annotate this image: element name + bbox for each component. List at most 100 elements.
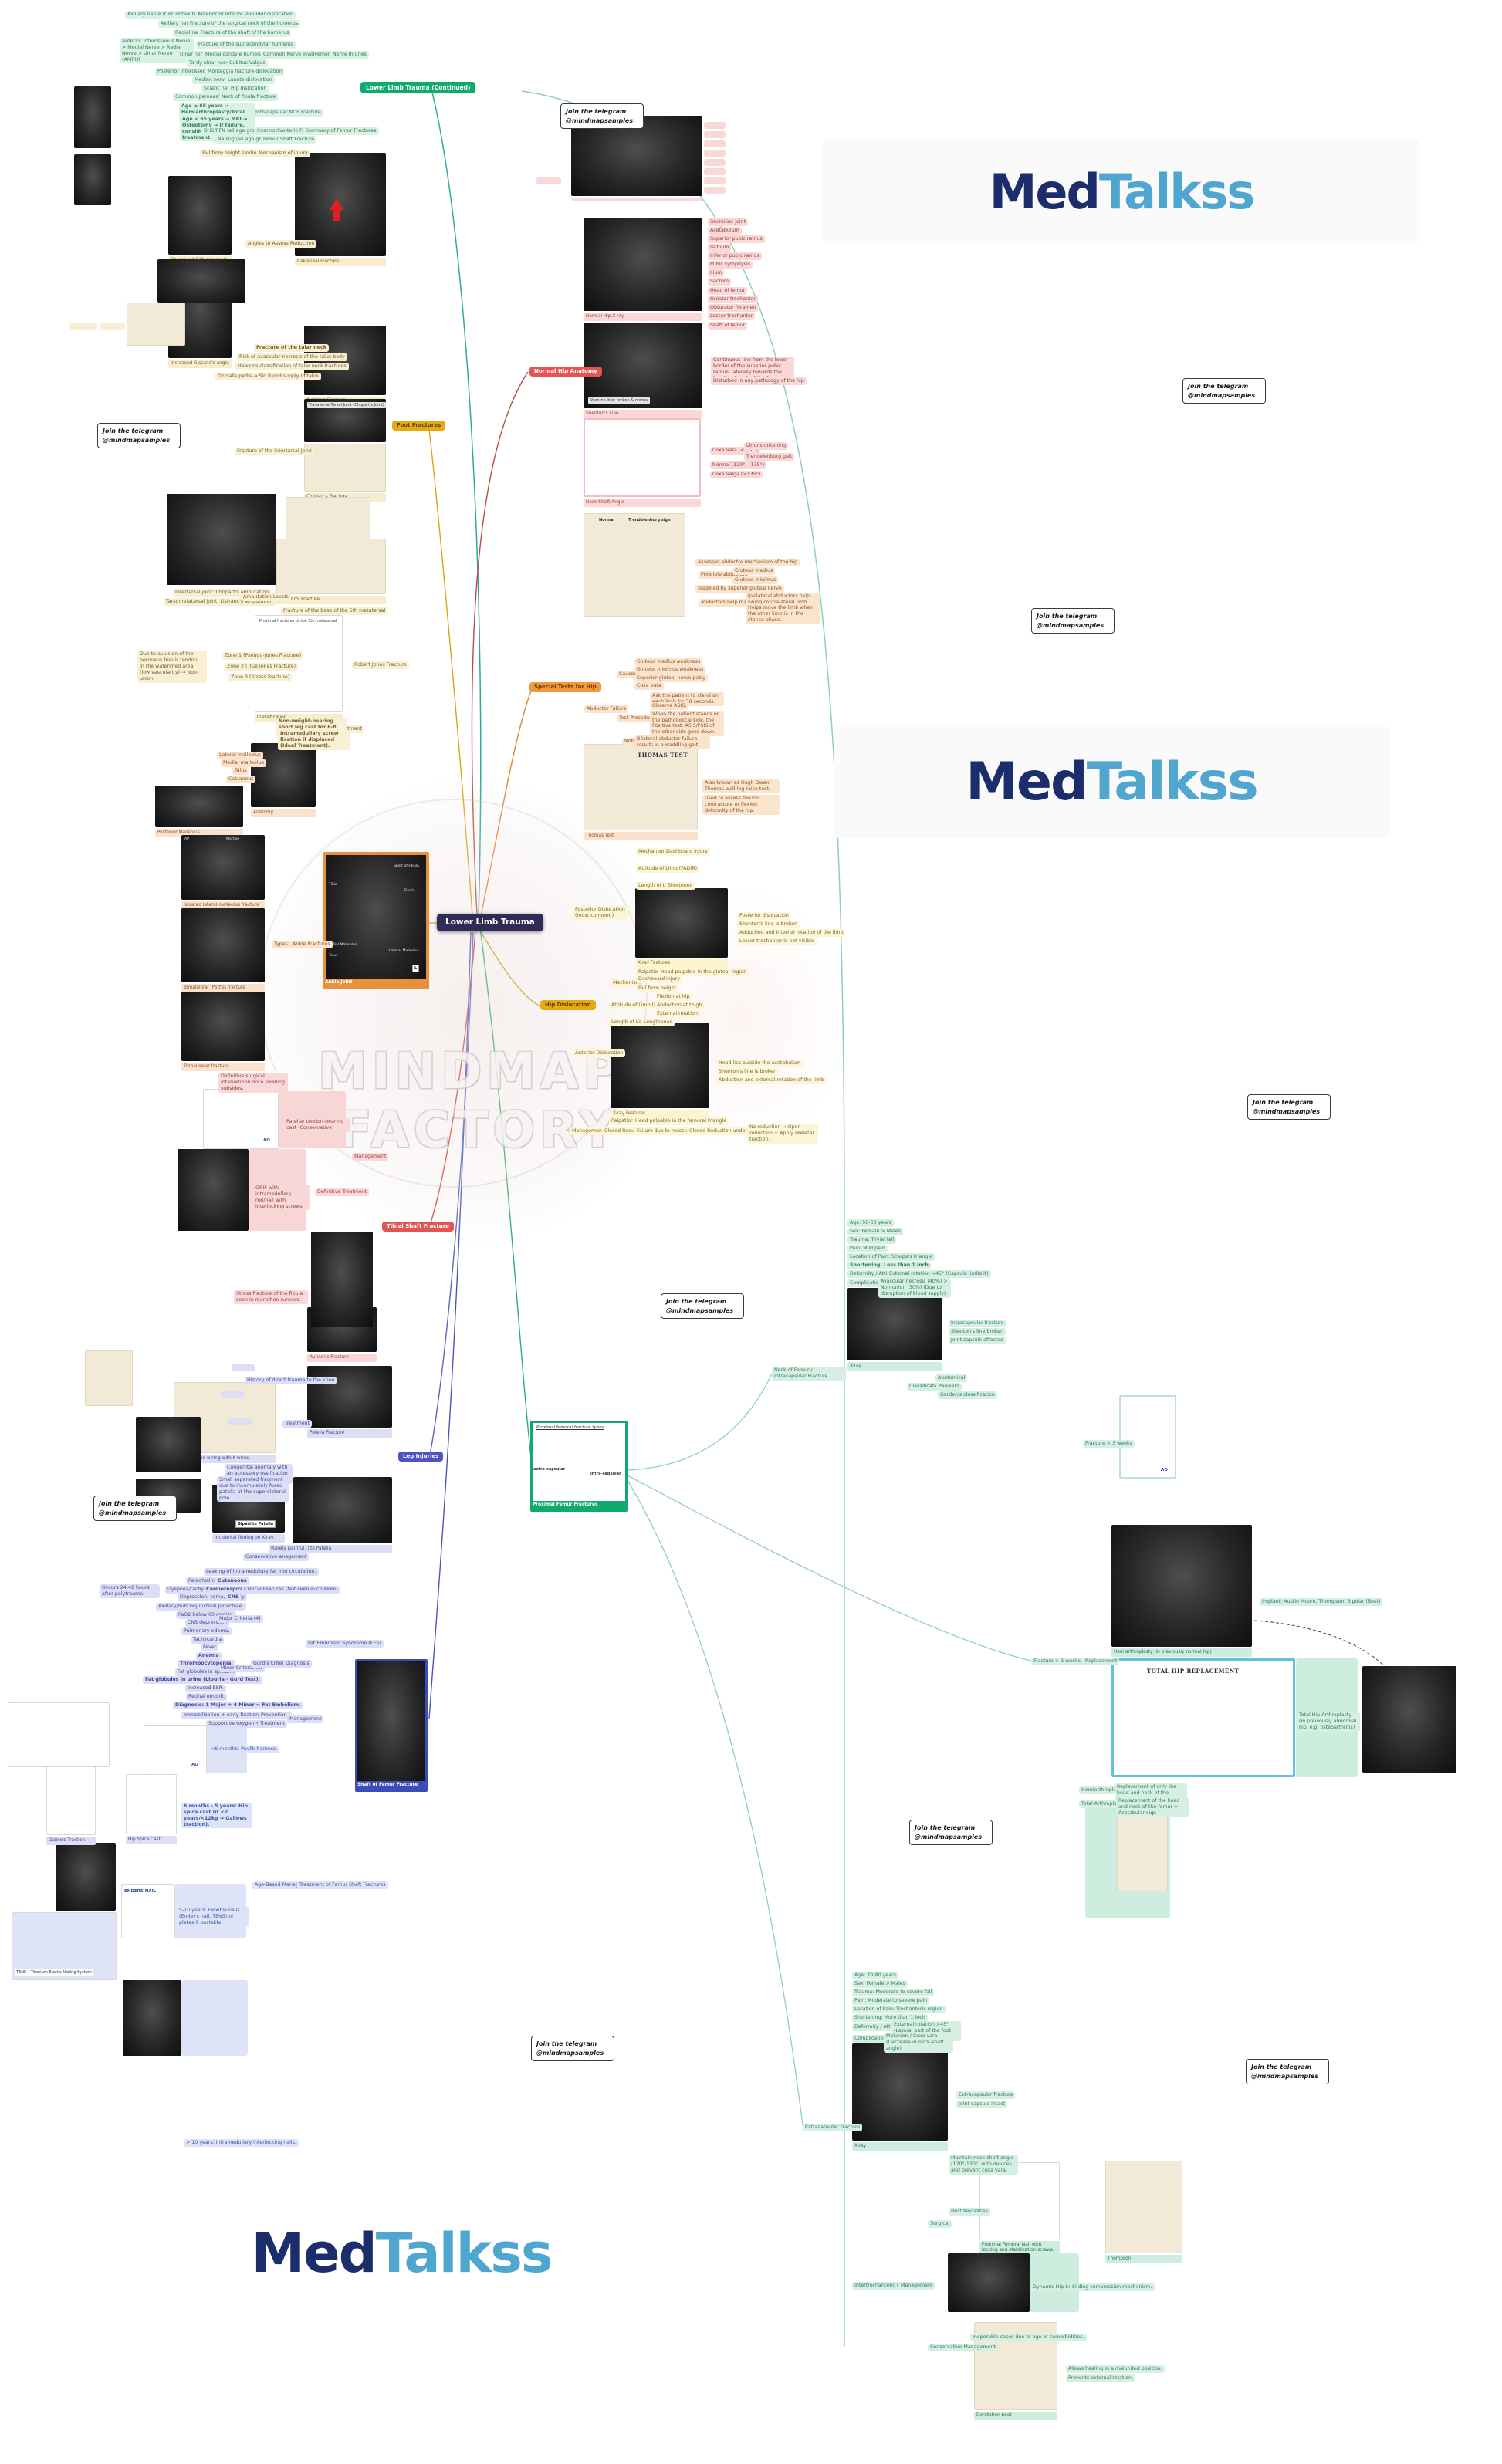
mindmap-node[interactable]: Normal Hip Anatomy	[529, 367, 602, 377]
mindmap-node[interactable]: Posterior dislocation	[737, 912, 791, 920]
tens-illustration-image[interactable]	[12, 1912, 117, 1980]
mindmap-node[interactable]: Thrombocytopenia.	[178, 1660, 235, 1668]
mindmap-node[interactable]: Leg Injuries	[398, 1452, 444, 1462]
mindmap-node[interactable]: Fracture > 3 weeks	[1031, 1658, 1083, 1665]
mindmap-node[interactable]: Abductor Failure	[584, 705, 629, 713]
mindmap-node[interactable]: Treatment	[258, 1720, 288, 1728]
mindmap-node[interactable]: Conservative Management	[928, 2344, 998, 2351]
mindmap-node[interactable]	[232, 1364, 255, 1371]
child-femur-xray-image[interactable]	[56, 1843, 116, 1911]
mindmap-node[interactable]: Normal (120° – 135°)	[710, 461, 767, 469]
bimalleolar-fracture-xray-image[interactable]	[181, 908, 265, 982]
mindmap-node[interactable]	[100, 323, 125, 330]
mindmap-node[interactable]: Mechanism of injury	[256, 150, 310, 157]
mindmap-node[interactable]: Positive test: ASIS/PSIS of the other si…	[650, 722, 724, 736]
mindmap-node[interactable]: Fracture of the shaft of the humerus	[198, 29, 292, 37]
mindmap-node[interactable]: Occurs 24-48 hours after polytrauma.	[100, 1584, 160, 1598]
mindmap-node[interactable]: Blood supply of talus	[266, 373, 321, 380]
mindmap-node[interactable]: Nerve Injuries	[330, 51, 369, 59]
mindmap-node[interactable]: Definitive Treatment	[315, 1188, 370, 1196]
orif-tibia-xray-image[interactable]	[178, 1149, 249, 1231]
mindmap-node[interactable]: Superior gluteal nerve palsy	[634, 674, 708, 682]
mindmap-node[interactable]: Management	[570, 1127, 607, 1135]
mindmap-node[interactable]: Angles to Assess Reduction	[245, 240, 317, 248]
ptb-cast-illustration-image[interactable]	[203, 1089, 279, 1149]
mindmap-node[interactable]: Bilateral abductor failure results in a …	[634, 735, 710, 749]
mindmap-node[interactable]: Treatment of Femur Shaft Fractures	[297, 1881, 388, 1889]
trimalleolar-fracture-xray-image[interactable]	[181, 992, 265, 1061]
mindmap-node[interactable]: Zone 3 (Stress Fracture)	[228, 674, 293, 681]
mindmap-node[interactable]: Replacement of the head and neck of the …	[1116, 1797, 1189, 1817]
mindmap-node[interactable]: Length of Limb	[609, 1019, 651, 1026]
mindmap-node[interactable]: Used to assess flexion contracture or fl…	[702, 795, 780, 815]
mindmap-node[interactable]: Helps move the limb when the other limb …	[746, 604, 820, 624]
mindmap-node[interactable]: Fat Embolism Syndrome (FES)	[306, 1640, 384, 1648]
total-hip-replacement-diagram-image[interactable]	[1111, 1658, 1295, 1777]
mindmap-node[interactable]: Gluteus minimus	[732, 576, 779, 584]
mindmap-node[interactable]: Fat globules in sputum.	[175, 1668, 237, 1676]
fibular-fracture-illustration-image[interactable]	[127, 303, 185, 346]
mindmap-node[interactable]: Rarely painful.	[269, 1545, 309, 1553]
normal-hip-xray-image[interactable]	[584, 218, 702, 311]
mindmap-node[interactable]: Implant: Austin Moore, Thompson, Bipolar…	[1260, 1598, 1383, 1606]
mindmap-node[interactable]: Head palpable in the femoral triangle	[633, 1117, 729, 1125]
proximal-femoral-nail-illustration-image[interactable]	[979, 2162, 1060, 2239]
chopart-fracture-illustration-image[interactable]	[304, 444, 386, 492]
mindmap-node[interactable]	[704, 122, 726, 129]
mindmap-node[interactable]: Age-Based Management	[252, 1881, 317, 1889]
mindmap-node[interactable]: Extracapsular fracture	[956, 2091, 1016, 2099]
mindmap-node[interactable]: Foot Fractures	[392, 421, 446, 431]
mindmap-node[interactable]: Total Arthroplasty	[1079, 1800, 1127, 1808]
mindmap-node[interactable]: Anterior or Inferior shoulder dislocatio…	[195, 11, 296, 19]
mindmap-node[interactable]: Inferior pubic ramus	[708, 252, 762, 260]
mindmap-node[interactable]	[228, 1418, 252, 1425]
mindmap-node[interactable]	[704, 187, 726, 194]
pelvis-xray-image[interactable]	[571, 116, 702, 196]
mindmap-node[interactable]: Tibial Shaft Fracture	[382, 1222, 454, 1232]
mindmap-node[interactable]: Special Tests for Hip	[529, 682, 601, 692]
mindmap-node[interactable]: Gluteus medius	[732, 567, 776, 575]
total-hip-arthroplasty-xray-image[interactable]	[1362, 1666, 1456, 1773]
mindmap-node[interactable]: Principle abductors	[699, 571, 750, 579]
mindmap-node[interactable]: Deformity / Attitude	[852, 2023, 905, 2031]
mindmap-node[interactable]: Prevents external rotation.	[1066, 2374, 1135, 2382]
mindmap-node[interactable]: Management	[898, 2282, 935, 2290]
mindmap-node[interactable]: Supplied by superior gluteal nerve	[695, 585, 784, 593]
mindmap-node[interactable]: Intertrochanteric Fracture	[852, 2282, 919, 2290]
mindmap-node[interactable]: Extracapsular Fracture	[803, 2124, 863, 2131]
mindmap-node[interactable]: Sex: Female > Males	[852, 1980, 908, 1988]
mindmap-node[interactable]: Replacement	[1083, 1658, 1120, 1665]
mindmap-node[interactable]: Tardy ulnar nerve palsy	[187, 59, 249, 67]
mindmap-node[interactable]: No reduction → Open reduction + Apply sk…	[747, 1124, 818, 1144]
mindmap-node[interactable]: Pubic symphysis	[708, 261, 753, 269]
mindmap-node[interactable]: Nailing (all age groups)	[215, 136, 277, 144]
mindmap-node[interactable]: Major Criteria (4)	[217, 1615, 263, 1623]
pavlik-harness-illustration-image[interactable]	[144, 1725, 207, 1773]
mindmap-node[interactable]	[704, 168, 726, 175]
intracapsular-fracture-xray-image[interactable]	[847, 1288, 942, 1360]
mindmap-node[interactable]: Patellar tendon-bearing cast (Conservati…	[284, 1118, 350, 1132]
mindmap-node[interactable]: Adduction and internal rotation of the l…	[737, 929, 846, 937]
chopart-joint-xray-image[interactable]	[304, 399, 386, 442]
mindmap-node[interactable]: Malunion / Coxa vara (Decrease in neck-s…	[884, 2033, 953, 2053]
mindmap-node[interactable]: Gluteus minimus weakness	[634, 666, 706, 674]
mindmap-node[interactable]	[536, 177, 561, 184]
mindmap-node[interactable]: Classification	[907, 1383, 944, 1391]
mindmap-node[interactable]: Medial malleolus	[221, 759, 266, 767]
forefoot-xray-pair-image[interactable]	[167, 494, 276, 585]
mindmap-node[interactable]: Pain: Moderate to severe pain	[852, 1997, 930, 2005]
mindmap-node[interactable]: Mechanism	[636, 848, 668, 856]
knee-injury-illustration-image[interactable]	[85, 1350, 133, 1406]
mindmap-node[interactable]: Palpation	[636, 968, 664, 976]
mindmap-node[interactable]: Ischium	[708, 244, 732, 252]
mindmap-node[interactable]: Length of Limb	[636, 882, 678, 890]
mindmap-node[interactable]: Common peroneal nerve	[173, 93, 238, 101]
mindmap-node[interactable]: Location of Pain: Trochanteric region	[852, 2006, 946, 2013]
mindmap-node[interactable]: Fracture of the supracondylar humerus	[196, 41, 296, 49]
mindmap-node[interactable]: Note	[622, 738, 638, 745]
mindmap-node[interactable]: Management	[352, 1153, 389, 1161]
mindmap-node[interactable]: Abductors help maintain gait	[699, 599, 774, 607]
mindmap-node[interactable]: Gluteus medius weakness	[634, 658, 703, 666]
mindmap-node[interactable]: Age: 70-80 years	[852, 1972, 898, 1979]
mindmap-node[interactable]: Coxa Valga (>135°)	[710, 471, 763, 478]
